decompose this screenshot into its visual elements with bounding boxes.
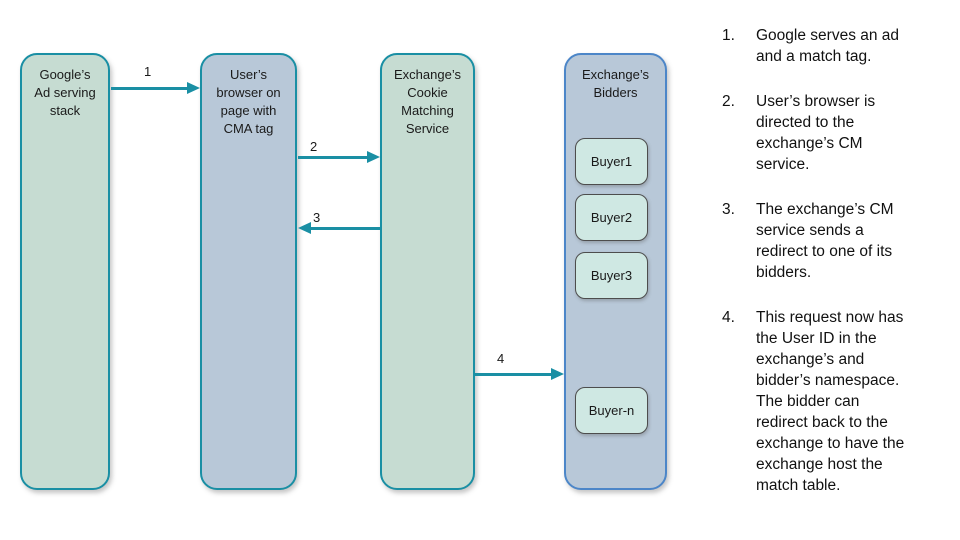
arrow-1-head-icon	[187, 82, 200, 94]
step-4-text: This request now has the User ID in the …	[756, 309, 905, 494]
arrow-3-label: 3	[313, 210, 321, 225]
step-3-text: The exchange’s CM service sends a redire…	[756, 201, 894, 281]
arrow-2-label: 2	[310, 139, 318, 154]
arrow-2-browser-to-cm	[298, 151, 380, 163]
buyer-box-1: Buyer1	[575, 138, 648, 185]
step-4-number: 4.	[722, 309, 735, 326]
step-2-number: 2.	[722, 93, 735, 110]
step-item-1: 1. Google serves an ad and a match tag.	[722, 25, 960, 67]
step-2-text: User’s browser is directed to the exchan…	[756, 93, 876, 173]
arrow-4-head-icon	[551, 368, 564, 380]
lane-exchange-bidders: Exchange’s Bidders Buyer1 Buyer2 Buyer3 …	[564, 53, 667, 490]
arrow-3-shaft	[310, 226, 380, 230]
arrow-2-shaft	[298, 155, 368, 159]
arrow-4-shaft	[474, 372, 552, 376]
step-item-2: 2. User’s browser is directed to the exc…	[722, 91, 960, 175]
lane-exchange-bidders-title: Exchange’s Bidders	[582, 67, 649, 100]
step-item-3: 3. The exchange’s CM service sends a red…	[722, 199, 960, 283]
arrow-3-head-icon	[298, 222, 311, 234]
buyer-box-3-label: Buyer3	[590, 268, 633, 283]
lane-cookie-matching-service: Exchange’s Cookie Matching Service	[380, 53, 475, 490]
buyer-box-3: Buyer3	[575, 252, 648, 299]
arrow-1-google-to-browser	[111, 82, 200, 94]
step-1-number: 1.	[722, 27, 735, 44]
arrow-2-head-icon	[367, 151, 380, 163]
buyer-box-2-label: Buyer2	[590, 210, 633, 225]
arrow-4-label: 4	[497, 351, 505, 366]
lane-google-ad-stack: Google’s Ad serving stack	[20, 53, 110, 490]
arrow-4-cm-to-bidders	[474, 368, 564, 380]
arrow-1-shaft	[111, 86, 188, 90]
lane-user-browser: User’s browser on page with CMA tag	[200, 53, 297, 490]
step-3-number: 3.	[722, 201, 735, 218]
step-1-text: Google serves an ad and a match tag.	[756, 27, 900, 65]
steps-list: 1. Google serves an ad and a match tag. …	[722, 25, 960, 520]
buyer-box-1-label: Buyer1	[590, 154, 633, 169]
arrow-3-cm-to-browser	[298, 222, 380, 234]
lane-cookie-matching-service-title: Exchange’s Cookie Matching Service	[394, 67, 461, 136]
lane-google-ad-stack-title: Google’s Ad serving stack	[34, 67, 96, 118]
buyer-box-2: Buyer2	[575, 194, 648, 241]
arrow-1-label: 1	[144, 64, 152, 79]
buyer-box-n-label: Buyer-n	[588, 403, 635, 418]
step-item-4: 4. This request now has the User ID in t…	[722, 307, 960, 496]
buyer-box-n: Buyer-n	[575, 387, 648, 434]
lane-user-browser-title: User’s browser on page with CMA tag	[216, 67, 281, 136]
